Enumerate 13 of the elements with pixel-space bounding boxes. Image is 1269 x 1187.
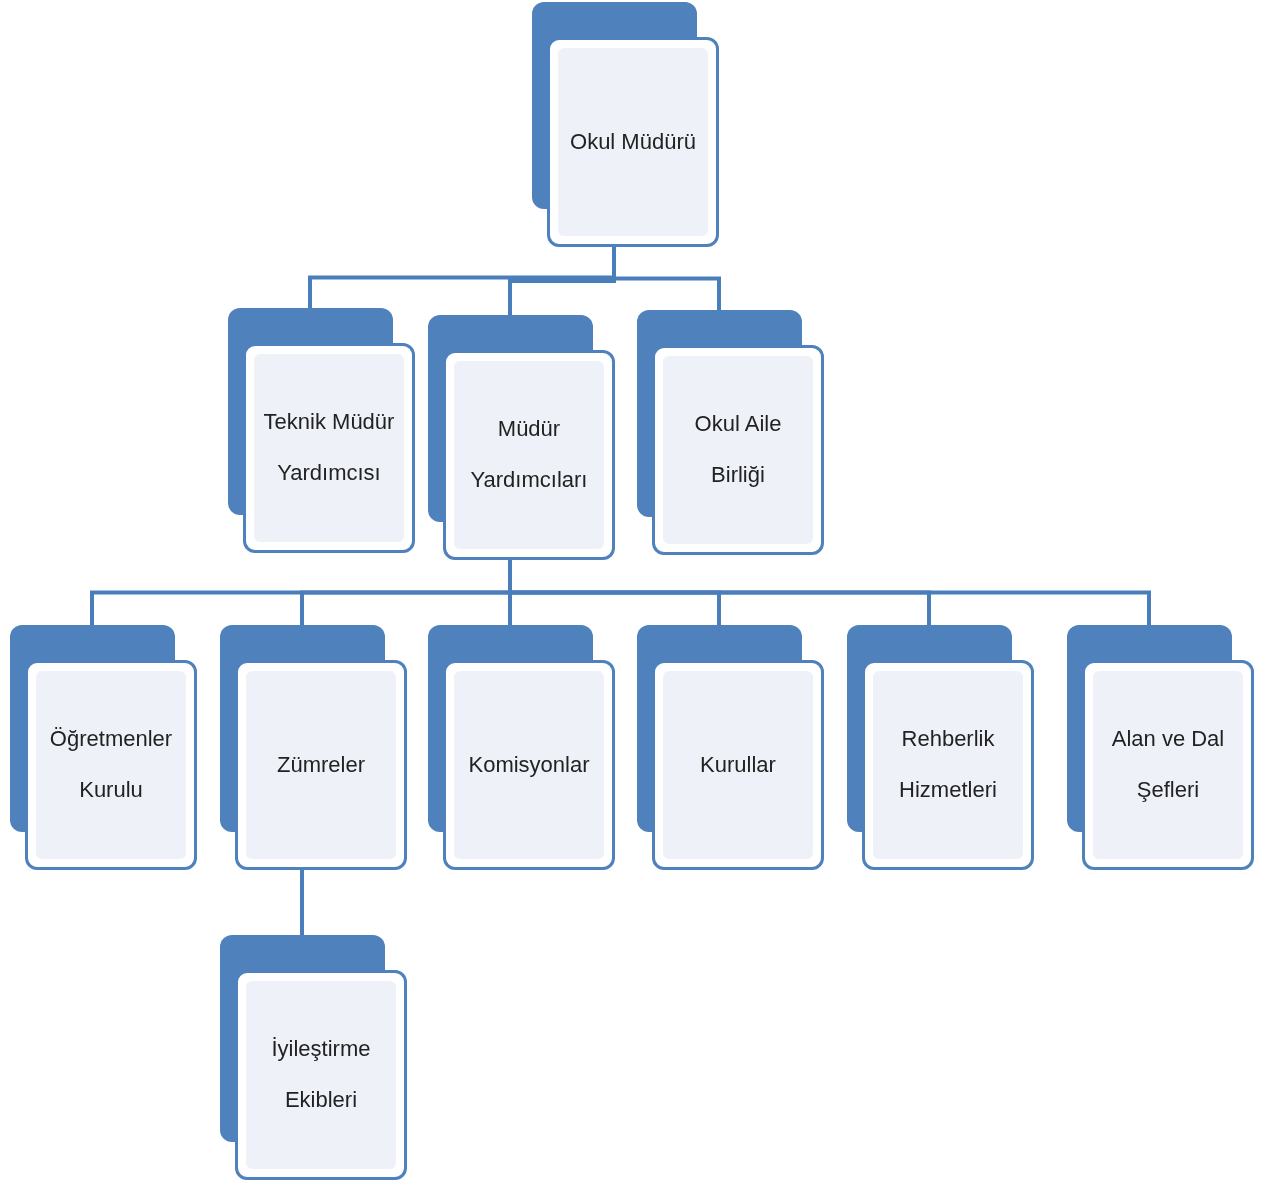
box-label: Zümreler [277,750,365,779]
box-label: Okul Aile Birliği [693,410,783,489]
box-label: Rehberlik Hizmetleri [898,725,998,804]
box-label: Alan ve Dal Şefleri [1110,725,1226,804]
connector-line [300,870,304,935]
box-label: Komisyonlar [468,750,590,779]
box-label: Teknik Müdür Yardımcısı [262,408,396,487]
box-label: Öğretmenler Kurulu [48,725,174,804]
box-label: Kurullar [700,750,776,779]
box-label: Okul Müdürü [570,127,696,156]
connector-line [612,247,721,310]
box-label: Müdür Yardımcıları [469,415,589,494]
box-label: İyileştirme Ekibleri [270,1035,372,1114]
